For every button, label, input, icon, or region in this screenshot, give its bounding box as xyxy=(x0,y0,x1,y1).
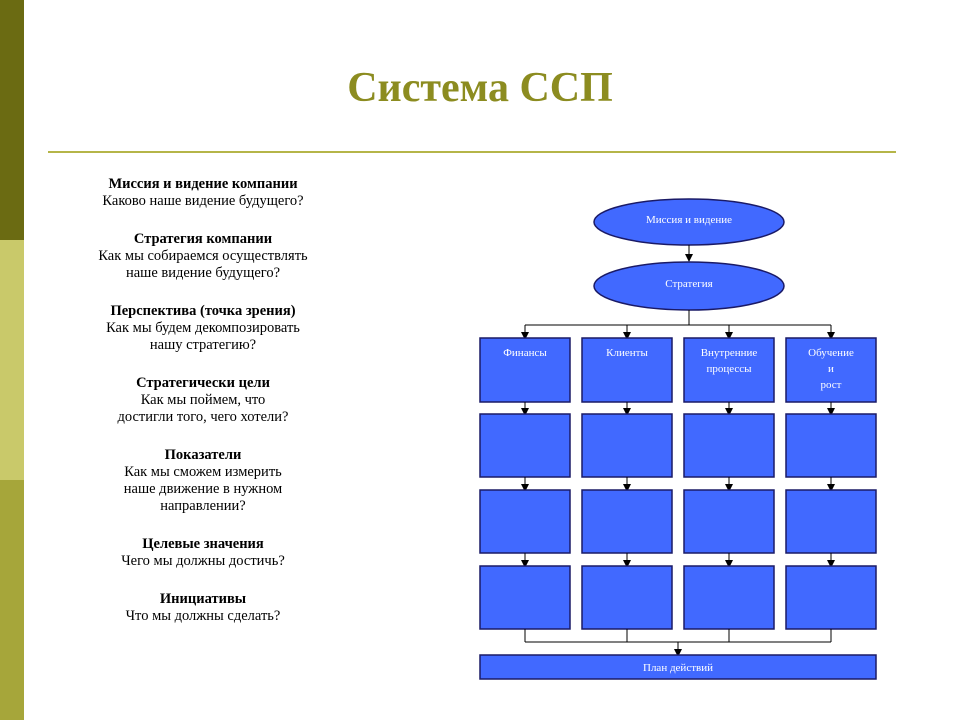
left-block-line: достигли того, чего хотели? xyxy=(117,409,289,425)
goal-box-r3-c1 xyxy=(581,565,673,630)
goal-box-r3-c3 xyxy=(785,565,877,630)
side-strip-bottom xyxy=(0,480,24,720)
perspective-box-0 xyxy=(479,337,571,403)
goal-box-r1-c3 xyxy=(785,413,877,478)
perspective-label-3: и xyxy=(828,363,834,375)
left-block-line: Как мы собираемся осуществлять xyxy=(98,248,308,264)
strategy-label: Стратегия xyxy=(665,278,712,290)
left-block-heading: Стратегия компании xyxy=(133,231,273,247)
perspective-label-1: Клиенты xyxy=(606,347,648,359)
goal-box-r1-c1 xyxy=(581,413,673,478)
mission-label: Миссия и видение xyxy=(646,214,732,226)
goal-box-r3-c0 xyxy=(479,565,571,630)
side-strip-top xyxy=(0,0,24,240)
perspective-box-2 xyxy=(683,337,775,403)
goal-box-r2-c1 xyxy=(581,489,673,554)
left-block-line: Как мы поймем, что xyxy=(140,392,266,408)
left-block-heading: Инициативы xyxy=(159,591,247,607)
left-block-heading: Перспектива (точка зрения) xyxy=(110,303,296,319)
action-plan-label: План действий xyxy=(643,662,713,674)
left-block-line: наше видение будущего? xyxy=(125,265,281,281)
left-block-line: направлении? xyxy=(160,498,246,514)
left-block-line: Как мы сможем измерить xyxy=(124,464,282,480)
left-block-2: Перспектива (точка зрения)Как мы будем д… xyxy=(48,303,358,354)
left-block-line: Как мы будем декомпозировать xyxy=(106,320,300,336)
perspective-label-3: рост xyxy=(821,379,842,391)
title-divider xyxy=(48,151,896,153)
perspective-box-3 xyxy=(785,337,877,403)
left-block-line: наше движение в нужном xyxy=(123,481,283,497)
goal-box-r2-c0 xyxy=(479,489,571,554)
left-block-heading: Целевые значения xyxy=(142,536,264,552)
left-block-line: Каково наше видение будущего? xyxy=(102,193,304,209)
goal-box-r1-c0 xyxy=(479,413,571,478)
left-block-heading: Стратегически цели xyxy=(136,375,270,391)
action-plan-box xyxy=(479,654,877,680)
perspective-label-2: процессы xyxy=(706,363,752,375)
left-block-heading: Миссия и видение компании xyxy=(108,176,298,192)
left-block-line: нашу стратегию? xyxy=(149,337,257,353)
goal-box-r3-c2 xyxy=(683,565,775,630)
left-block-line: Что мы должны сделать? xyxy=(125,608,281,624)
perspective-label-0: Финансы xyxy=(503,347,547,359)
slide-title: Система ССП xyxy=(347,65,613,111)
perspective-label-2: Внутренние xyxy=(701,347,758,359)
perspective-box-1 xyxy=(581,337,673,403)
goal-box-r1-c2 xyxy=(683,413,775,478)
left-block-line: Чего мы должны достичь? xyxy=(121,553,285,569)
side-strip-middle xyxy=(0,240,24,480)
goal-box-r2-c3 xyxy=(785,489,877,554)
perspective-label-3: Обучение xyxy=(808,347,854,359)
goal-box-r2-c2 xyxy=(683,489,775,554)
left-block-heading: Показатели xyxy=(164,447,242,463)
